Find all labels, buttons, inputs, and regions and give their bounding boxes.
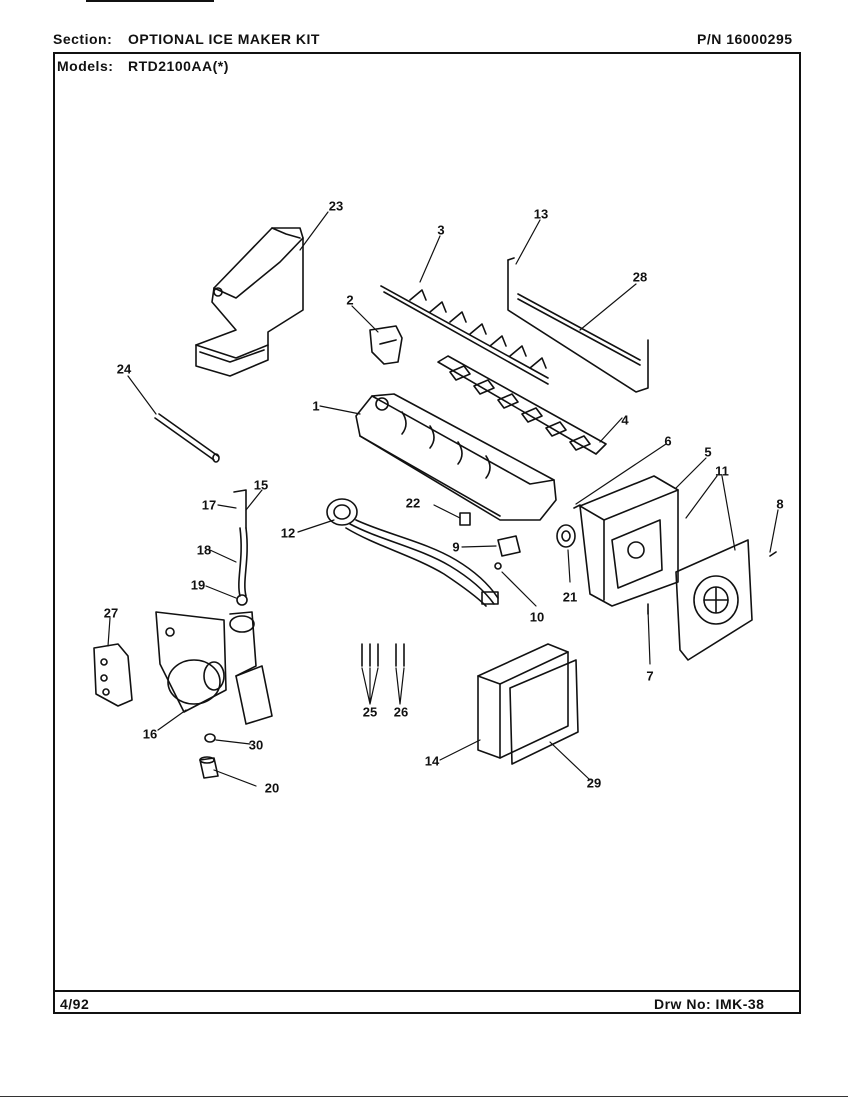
callout-8: 8 bbox=[776, 496, 784, 512]
callout-5: 5 bbox=[704, 444, 712, 460]
part-20-nut bbox=[199, 756, 219, 779]
section-label: Section: bbox=[53, 31, 113, 47]
callout-15: 15 bbox=[253, 477, 269, 493]
part-12-harness bbox=[326, 498, 499, 607]
part-3-ejector bbox=[380, 285, 549, 385]
callout-18: 18 bbox=[196, 542, 212, 558]
part-1-mold bbox=[355, 393, 557, 521]
callout-2: 2 bbox=[346, 292, 354, 308]
part-15-19-tube bbox=[233, 489, 248, 606]
callout-25: 25 bbox=[362, 704, 378, 720]
models-label: Models: bbox=[57, 58, 114, 74]
callout-21: 21 bbox=[562, 589, 578, 605]
section-title: OPTIONAL ICE MAKER KIT bbox=[128, 31, 320, 47]
callout-6: 6 bbox=[664, 433, 672, 449]
callout-4: 4 bbox=[621, 412, 629, 428]
drawing-frame bbox=[53, 52, 801, 1014]
callout-23: 23 bbox=[328, 198, 344, 214]
part-30-washer bbox=[204, 733, 216, 743]
callout-1: 1 bbox=[312, 398, 320, 414]
callout-16: 16 bbox=[142, 726, 158, 742]
callout-29: 29 bbox=[586, 775, 602, 791]
callout-26: 26 bbox=[393, 704, 409, 720]
callout-19: 19 bbox=[190, 577, 206, 593]
part-11-motor bbox=[675, 539, 753, 661]
callout-30: 30 bbox=[248, 737, 264, 753]
part-21-gear bbox=[556, 524, 576, 548]
callout-27: 27 bbox=[103, 605, 119, 621]
footer-rule bbox=[53, 990, 801, 992]
part-22-cap bbox=[459, 512, 471, 526]
drawing-number: Drw No: IMK-38 bbox=[654, 996, 765, 1012]
callout-12: 12 bbox=[280, 525, 296, 541]
callout-22: 22 bbox=[405, 495, 421, 511]
leader-lines bbox=[107, 211, 779, 787]
part-4-stripper bbox=[437, 355, 607, 455]
callout-3: 3 bbox=[437, 222, 445, 238]
footer-date: 4/92 bbox=[60, 996, 90, 1012]
part-23-cover bbox=[195, 227, 304, 377]
callout-10: 10 bbox=[529, 609, 545, 625]
part-13-28-shutoff bbox=[507, 257, 649, 393]
part-27-plate bbox=[93, 643, 133, 707]
part-24-rod bbox=[154, 413, 220, 463]
callout-11: 11 bbox=[715, 463, 729, 479]
top-rule bbox=[86, 0, 214, 2]
callout-28: 28 bbox=[632, 269, 648, 285]
part-14-29-box bbox=[477, 643, 579, 765]
part-number: P/N 16000295 bbox=[697, 31, 793, 47]
part-9-10 bbox=[494, 535, 521, 570]
screws-25-26 bbox=[361, 643, 405, 667]
callout-7: 7 bbox=[646, 668, 654, 684]
part-2-bracket bbox=[369, 325, 403, 365]
callout-20: 20 bbox=[264, 780, 280, 796]
callout-24: 24 bbox=[116, 361, 132, 377]
part-5-housing bbox=[579, 475, 679, 607]
callout-17: 17 bbox=[201, 497, 217, 513]
callout-13: 13 bbox=[533, 206, 549, 222]
models-value: RTD2100AA(*) bbox=[128, 58, 229, 74]
page-bottom-rule bbox=[0, 1096, 848, 1097]
part-16-valve bbox=[155, 611, 273, 725]
callout-9: 9 bbox=[452, 539, 460, 555]
callout-14: 14 bbox=[424, 753, 440, 769]
